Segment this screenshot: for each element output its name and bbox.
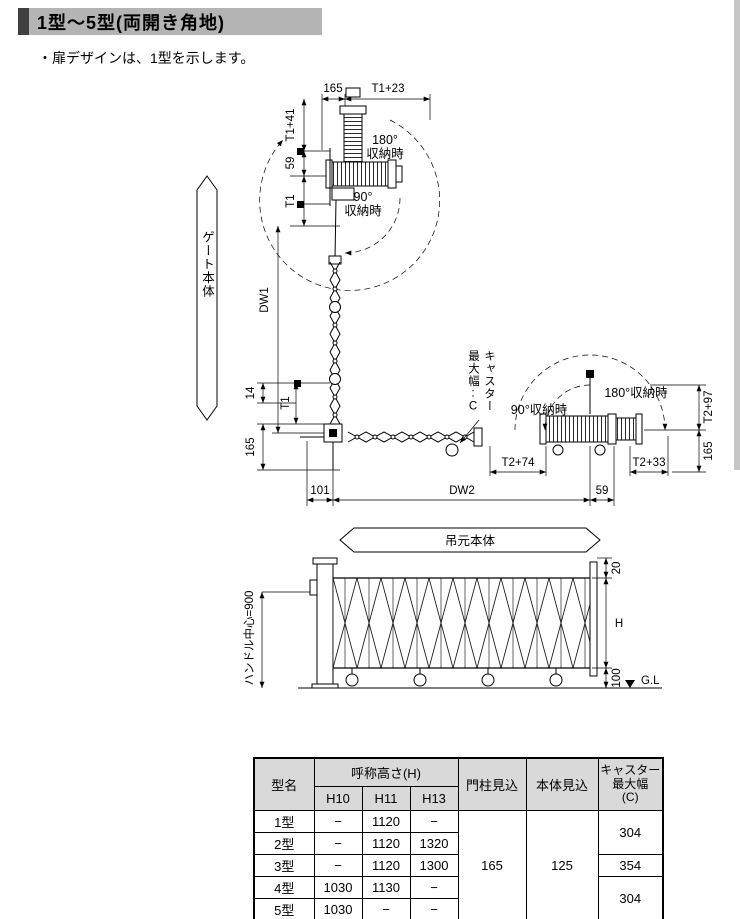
swing-arcs-right [514,354,668,431]
dim-t1-23: T1+23 [372,83,405,95]
dim-59-bottom: 59 [596,485,609,497]
caster-width-label-line2: 最大幅:C [467,350,480,414]
stow-90-right-label: 90°収納時 [511,403,568,417]
gate-body-banner: ゲート本体 [196,175,218,421]
corner-post [300,423,343,470]
cell-model: 1型 [253,810,315,833]
dim-t2-74: T2+74 [502,457,536,469]
cell-h11: 1120 [361,810,411,833]
accordion-elevation [332,561,598,687]
cell-h13: 1300 [409,854,459,877]
col-header-body: 本体見込 [525,757,599,811]
top-stored-unit [297,87,403,259]
col-header-caster: キャスター 最大幅 (C) [597,757,664,811]
dim-20: 20 [611,562,623,575]
cell-caster: 304 [597,810,664,855]
col-header-pillar: 門柱見込 [457,757,527,811]
col-header-height-group: 呼称高さ(H) [313,757,459,787]
cell-h13: 1320 [409,832,459,855]
stow-90-top-label-line2: 収納時 [344,204,382,218]
handle-center-dim: ハンドル中心=900 [243,591,256,686]
caster-width-label-line1: キャスター [483,350,495,413]
dimensions-elevation: 20 H 100 [592,557,623,688]
col-header-caster-line2: 最大幅 [612,776,649,791]
dim-h: H [615,618,623,630]
note-text: ・扉デザインは、1型を示します。 [38,50,255,66]
cell-h10: − [313,810,363,833]
hinge-body-banner: 吊元本体 [339,527,601,553]
dimensions-plan: 165 T1+23 T1+41 59 T1 DW1 [245,83,715,506]
dim-165-right: 165 [703,441,715,460]
cell-caster: 354 [597,854,664,877]
cell-pillar: 165 [457,810,527,919]
hinge-body-label: 吊元本体 [445,534,496,548]
title-accent-bar [18,8,29,35]
caster-wheel [445,443,459,457]
plan-view: ゲート本体 [196,83,715,553]
dim-101: 101 [310,485,329,497]
caster-width-label: キャスター 最大幅:C [459,350,495,444]
cell-caster: 304 [597,876,664,919]
cell-h10: 1030 [313,876,363,899]
swing-arcs-top [259,119,440,291]
cell-h10: 1030 [313,898,363,919]
technical-drawing: ゲート本体 [196,83,715,689]
stow-180-right-label: 180°収納時 [604,386,668,400]
stow-90-top-label-line1: 90° [354,190,373,204]
dim-dw1: DW1 [259,287,271,313]
dim-dw2: DW2 [449,485,475,497]
cell-model: 3型 [253,854,315,877]
page-title: 1型〜5型(両開き角地) [37,12,226,33]
horizontal-gate-line [347,427,483,457]
cell-h11: 1130 [361,876,411,899]
spec-table: 型名 呼称高さ(H) 門柱見込 本体見込 キャスター 最大幅 (C) H10 H… [253,757,664,919]
table-row: 3型 − 1120 1300 354 [253,854,664,877]
dim-t1-41: T1+41 [285,109,297,142]
table-row: 4型 1030 1130 − 304 [253,876,664,919]
elevation-view: ハンドル中心=900 G.L [243,557,662,689]
col-header-caster-line1: キャスター [600,763,661,778]
col-header-h13: H13 [409,786,459,811]
cell-h10: − [313,854,363,877]
stow-180-top-label-line1: 180° [372,133,398,147]
page-edge-strip [734,0,740,470]
dim-165-left: 165 [245,437,257,456]
gl-label: G.L [641,675,660,687]
dim-t1-bottom: T1 [280,396,292,409]
col-header-h10: H10 [313,786,363,811]
cell-h13: − [409,898,459,919]
dim-59-top: 59 [285,157,297,170]
cell-h13: − [409,876,459,899]
title-bar: 1型〜5型(両開き角地) [18,8,322,35]
dim-t2-97: T2+97 [703,391,715,424]
dim-165-top: 165 [323,83,342,95]
elevation-post [309,557,339,689]
cell-model: 5型 [253,898,315,919]
handle [309,579,318,596]
dim-100: 100 [611,668,623,687]
cell-h11: − [361,898,411,919]
dim-t1-top: T1 [285,194,297,207]
cell-model: 2型 [253,832,315,855]
col-header-caster-line3: (C) [621,790,639,805]
dim-14: 14 [245,386,257,399]
title-band: 1型〜5型(両開き角地) [29,8,322,35]
cell-h13: − [409,810,459,833]
cell-h11: 1120 [361,854,411,877]
stow-180-top-label-line2: 収納時 [366,147,404,161]
col-header-h11: H11 [361,786,411,811]
cell-body: 125 [525,810,599,919]
dim-t2-33: T2+33 [633,457,666,469]
ground-level-marker [625,680,635,688]
spec-table-wrap: 型名 呼称高さ(H) 門柱見込 本体見込 キャスター 最大幅 (C) H10 H… [253,757,664,919]
table-row: 5型 1030 − − [253,898,663,919]
cell-h11: 1120 [361,832,411,855]
gate-body-label: ゲート本体 [200,230,214,298]
table-row: 1型 − 1120 − 165 125 304 [253,810,664,919]
cell-model: 4型 [253,876,315,899]
vertical-gate-line [328,255,342,425]
col-header-model: 型名 [253,757,315,811]
cell-h10: − [313,832,363,855]
